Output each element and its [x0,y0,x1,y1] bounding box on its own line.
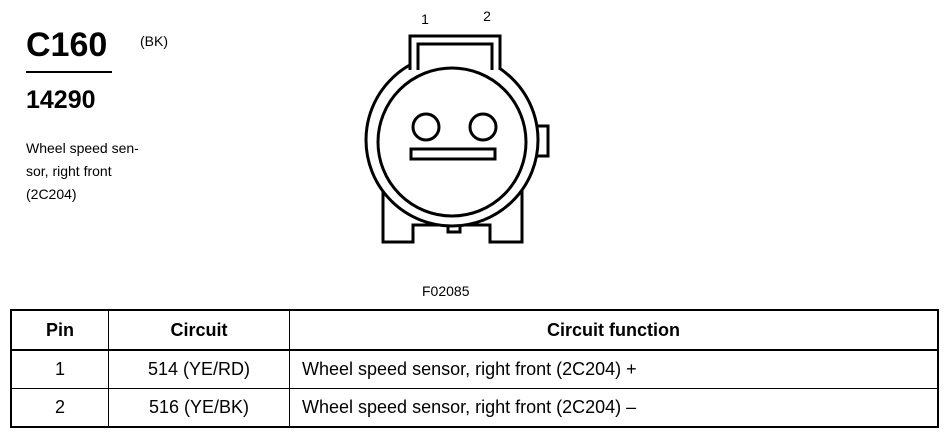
pin-label-1: 1 [421,11,429,27]
housing-inner-ring [376,66,528,218]
connector-face-diagram: 1 2 [364,8,550,244]
pin-label-2: 2 [483,8,491,24]
table-row: 1 514 (YE/RD) Wheel speed sensor, right … [10,349,939,389]
connector-color: (BK) [140,33,168,49]
connector-id-underline [26,71,112,73]
header-pin: Pin [10,309,109,351]
pin-table-header: Pin Circuit Circuit function [10,309,939,351]
connector-description: Wheel speed sen- sor, right front (2C204… [26,137,139,206]
description-line: (2C204) [26,186,77,202]
pin-cavity-2 [468,112,498,142]
keyway-slot [409,147,497,161]
part-number: 14290 [26,86,96,114]
housing-tab-inner [416,42,494,70]
housing-latch [532,124,550,158]
connector-id: C160 [26,26,108,64]
circuit-cell: 514 (YE/RD) [108,349,290,389]
table-row: 2 516 (YE/BK) Wheel speed sensor, right … [10,388,939,428]
header-circuit: Circuit [108,309,290,351]
function-cell: Wheel speed sensor, right front (2C204) … [289,349,939,389]
pin-table: Pin Circuit Circuit function 1 514 (YE/R… [10,309,939,428]
connector-housing [364,34,550,244]
figure-number: F02085 [422,283,470,299]
description-line: Wheel speed sen- [26,140,139,156]
header-circuit-function: Circuit function [289,309,939,351]
pin-cell: 1 [10,349,109,389]
pin-cavity-1 [411,112,441,142]
housing-bottom-notch [446,225,462,234]
circuit-cell: 516 (YE/BK) [108,388,290,428]
housing-top-tab [408,34,502,70]
description-line: sor, right front [26,163,112,179]
pin-cell: 2 [10,388,109,428]
function-cell: Wheel speed sensor, right front (2C204) … [289,388,939,428]
